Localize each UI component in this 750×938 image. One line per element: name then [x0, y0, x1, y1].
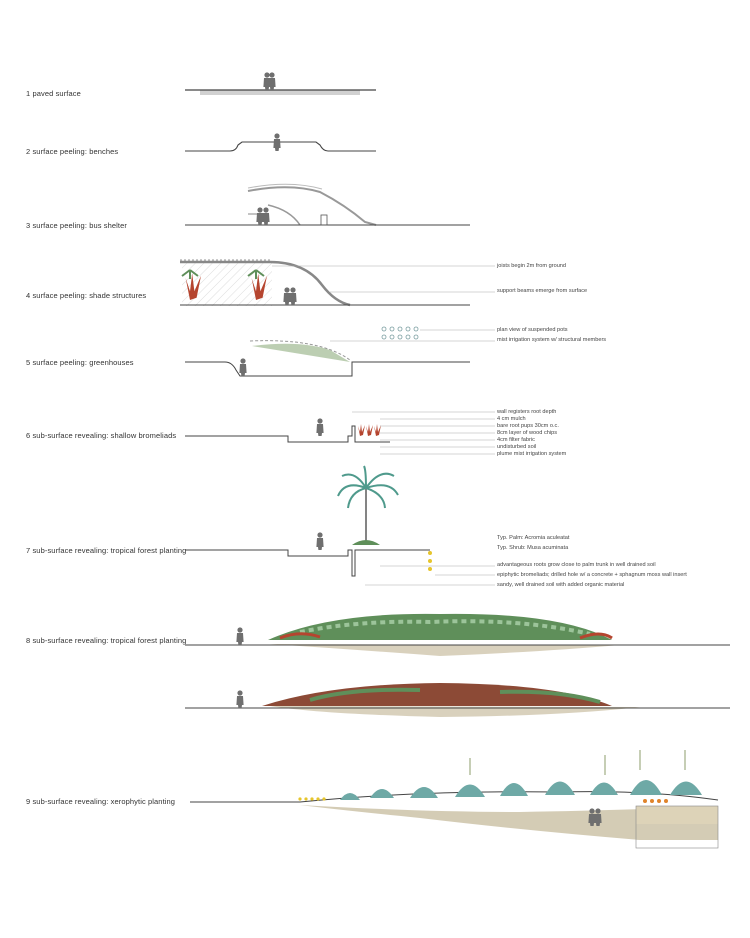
note-bromeliad-4: 8cm layer of wood chips	[497, 430, 558, 436]
note-forest-4: epiphytic bromeliads; drilled hole w/ a …	[497, 572, 687, 578]
row-label-6: 6 sub-surface revealing: shallow bromeli…	[26, 431, 177, 440]
row-label-2: 2 surface peeling: benches	[26, 147, 119, 156]
row-label-5: 5 surface peeling: greenhouses	[26, 358, 134, 367]
row-label-3: 3 surface peeling: bus shelter	[26, 221, 127, 230]
palm-crown	[337, 465, 399, 509]
note-bromeliad-6: undisturbed soil	[497, 444, 537, 450]
row-label-8: 8 sub-surface revealing: tropical forest…	[26, 636, 187, 645]
note-bromeliad-7: plume mist irrigation system	[497, 451, 567, 457]
row-label-1: 1 paved surface	[26, 89, 81, 98]
section-tropical-palm	[185, 465, 495, 586]
note-forest-2: Typ. Shrub: Musa acuminata	[497, 545, 569, 551]
section-bus-shelter	[185, 183, 470, 226]
section-greenhouses	[185, 326, 495, 377]
note-bromeliad-5: 4cm filter fabric	[497, 437, 535, 443]
section-shade-structures	[180, 259, 495, 307]
note-greenhouse-2: mist irrigation system w/ structural mem…	[497, 337, 607, 343]
note-forest-1: Typ. Palm: Acromia aculeatat	[497, 535, 570, 541]
note-bromeliad-2: 4 cm mulch	[497, 416, 526, 422]
section-shallow-bromeliads	[185, 411, 495, 455]
suspended-pots-plan	[381, 326, 419, 340]
note-shade-1: joists begin 2m from ground	[497, 263, 567, 269]
agave-row	[340, 780, 702, 800]
section-tropical-forest-a	[185, 613, 730, 656]
note-forest-3: advantageous roots grow close to palm tr…	[497, 562, 656, 568]
note-forest-5: sandy, well drained soil with added orga…	[497, 582, 625, 588]
note-bromeliad-1: wall registers root depth	[497, 409, 557, 415]
note-shade-2: support beams emerge from surface	[497, 288, 588, 294]
section-paved-surface	[185, 72, 376, 95]
section-xerophytic	[190, 750, 719, 849]
section-tropical-forest-b	[185, 683, 730, 717]
row-label-7: 7 sub-surface revealing: tropical forest…	[26, 546, 187, 555]
note-greenhouse-1: plan view of suspended pots	[497, 327, 568, 333]
row-label-4: 4 surface peeling: shade structures	[26, 291, 147, 300]
section-benches	[185, 133, 376, 152]
row-label-9: 9 sub-surface revealing: xerophytic plan…	[26, 797, 176, 806]
note-bromeliad-3: bare root pups 30cm o.c.	[497, 423, 559, 429]
